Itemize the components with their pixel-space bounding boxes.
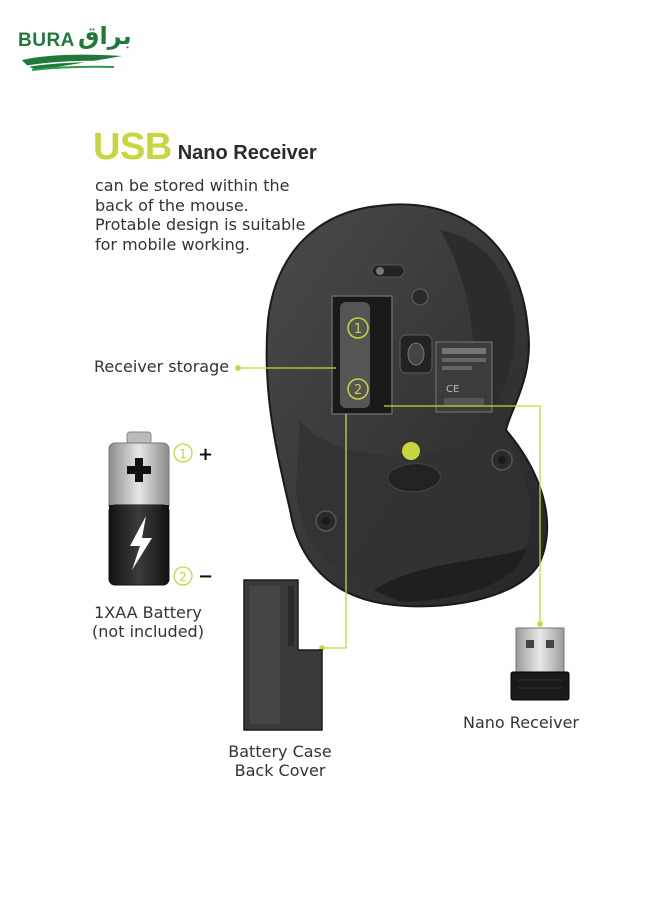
svg-text:1: 1 [179,447,187,461]
brand-logo: BURA براق [18,22,132,78]
battery-label-line1: 1XAA Battery [94,603,202,622]
description-line: back of the mouse. [95,195,249,215]
battery-case-cover [243,579,323,731]
title-text: Nano Receiver [177,142,317,164]
nano-receiver-illustration [510,627,570,701]
svg-text:+: + [198,444,213,465]
logo-latin-text: BURA [18,30,75,51]
description: can be stored within the back of the mou… [95,176,335,254]
battery-case-label-line2: Back Cover [234,761,326,780]
receiver-storage-label: Receiver storage [94,357,230,376]
description-line: Protable design is suitable [95,215,306,234]
battery-marker-plus: 1 + [173,443,213,465]
marker-one: 1 [354,322,362,337]
logo-swoosh-icon [22,54,122,71]
usb-highlight: USB [93,126,172,168]
logo-arabic-text: براق [78,22,132,50]
nano-receiver-label: Nano Receiver [463,713,580,732]
description-line: can be stored within the [95,176,290,195]
svg-text:−: − [198,566,213,587]
battery-case-label-line1: Battery Case [228,742,332,761]
callout-one: 1 [347,317,369,339]
battery-label: 1XAA Battery (not included) [80,603,216,641]
svg-text:2: 2 [179,570,187,584]
callout-two: 2 [347,378,369,400]
battery-case-label: Battery Case Back Cover [218,742,342,780]
marker-two: 2 [354,383,362,398]
leader-lines [235,365,543,651]
battery-marker-minus: 2 − [173,566,213,587]
battery-label-line2: (not included) [92,622,204,641]
description-line: for mobile working. [95,234,250,254]
svg-text:CE: CE [446,384,459,395]
battery-illustration [108,431,170,586]
